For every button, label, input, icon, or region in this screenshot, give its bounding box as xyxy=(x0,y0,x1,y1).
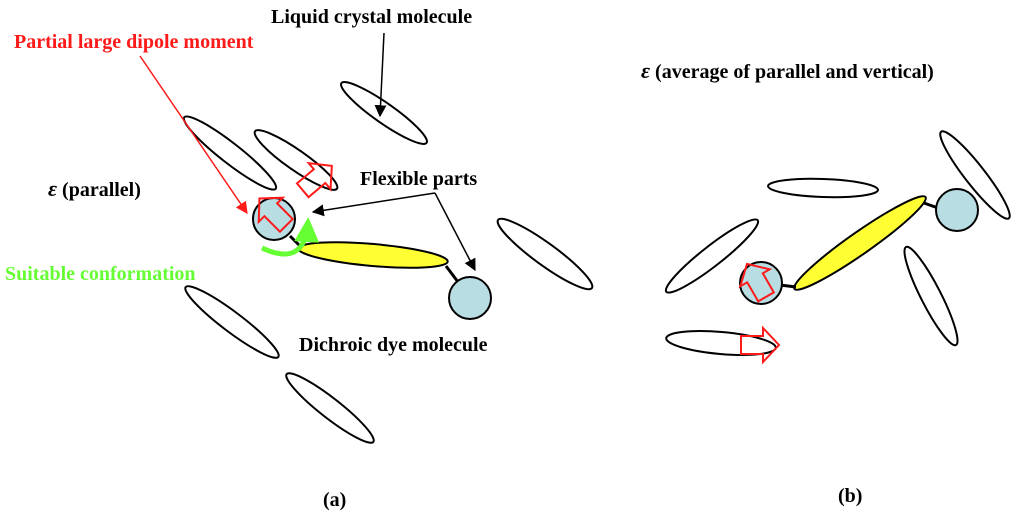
epsilon-average-text: (average of parallel and vertical) xyxy=(655,61,934,83)
epsilon-symbol: ε xyxy=(48,176,58,201)
dye-head xyxy=(448,276,492,320)
dipole-arrow-icon xyxy=(295,161,333,199)
panel-b-dye-molecule xyxy=(739,188,979,305)
dipole-pointer-arrow xyxy=(139,55,248,214)
lc-pointer-arrow xyxy=(374,32,387,118)
lc-molecule xyxy=(182,115,278,191)
dipole-arrow-icon xyxy=(740,325,781,365)
dye-head xyxy=(935,188,979,232)
lc-molecule xyxy=(939,130,1011,220)
lc-molecule xyxy=(285,372,375,444)
caption-a: (a) xyxy=(323,489,347,511)
flexible-pointer-arrow xyxy=(434,192,476,272)
flexible-parts-label: Flexible parts xyxy=(360,168,478,190)
dipole-moment-label: Partial large dipole moment xyxy=(14,31,254,53)
lc-molecule xyxy=(184,285,280,359)
lc-molecule-label: Liquid crystal molecule xyxy=(271,6,473,28)
flexible-pointer-arrow xyxy=(311,192,436,217)
dye-body xyxy=(793,195,927,291)
panel-a-pointers xyxy=(139,32,476,272)
panel-b-dipole-arrows xyxy=(738,262,781,365)
lc-molecule xyxy=(340,81,428,145)
lc-molecule xyxy=(253,129,339,191)
lc-molecule xyxy=(903,245,959,347)
conformation-label: Suitable conformation xyxy=(5,263,196,285)
dipole-arrow-icon xyxy=(257,196,295,234)
epsilon-symbol: ε xyxy=(641,58,651,83)
lc-molecule xyxy=(496,217,594,291)
panel-a-lc-molecules xyxy=(182,81,594,444)
epsilon-parallel-text: (parallel) xyxy=(62,179,141,201)
dipole-arrow-icon xyxy=(738,262,776,303)
epsilon-parallel-label: ε (parallel) xyxy=(48,176,141,201)
caption-b: (b) xyxy=(838,485,863,507)
dye-molecule-label: Dichroic dye molecule xyxy=(299,334,488,356)
lc-molecule xyxy=(767,177,879,199)
panel-a-dipole-arrows xyxy=(257,161,333,234)
dye-linker xyxy=(444,265,460,283)
dye-body xyxy=(297,241,449,269)
panel-b-lc-molecules xyxy=(664,130,1011,356)
epsilon-average-label: ε (average of parallel and vertical) xyxy=(641,58,934,83)
lc-molecule xyxy=(664,218,760,294)
conformation-arrow-icon xyxy=(260,217,320,257)
